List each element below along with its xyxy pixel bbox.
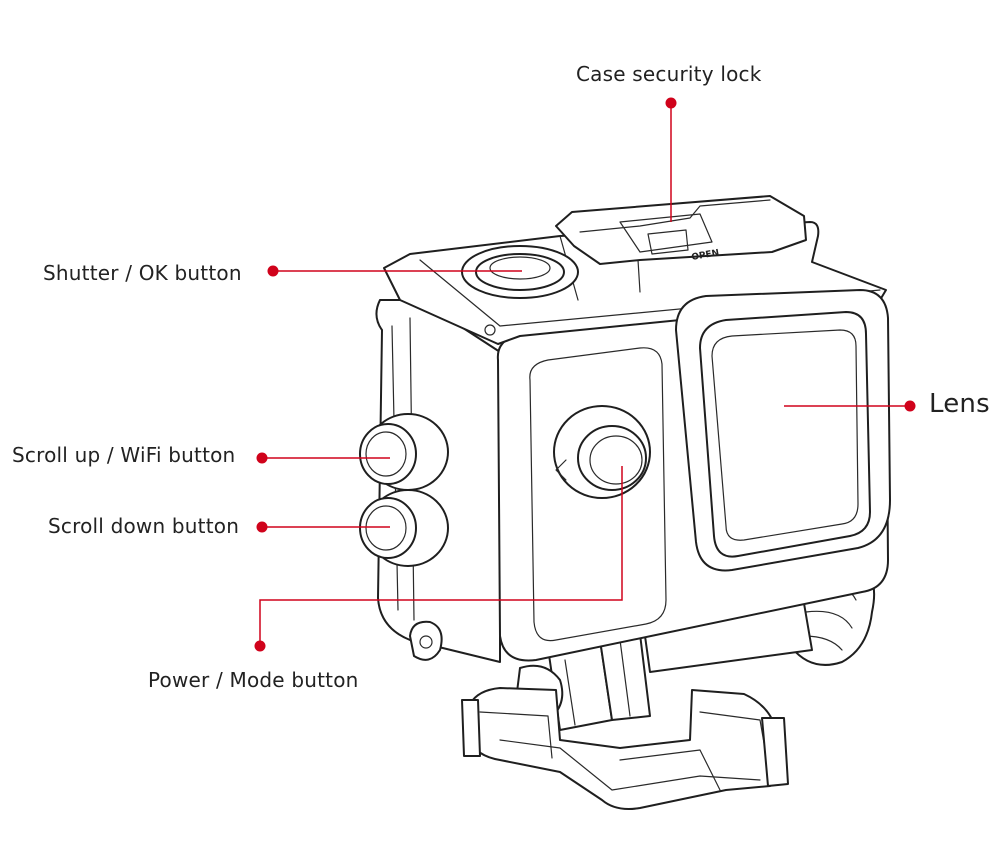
callout-dot-scroll-up [256, 452, 268, 464]
callout-dot-shutter [267, 265, 279, 277]
scroll-up-button-drawing [359, 413, 449, 491]
callouts [254, 97, 916, 652]
label-shutter-ok-button: Shutter / OK button [43, 261, 242, 285]
label-power-mode-button: Power / Mode button [148, 668, 359, 692]
callout-dot-lock [665, 97, 677, 109]
open-engraving: OPEN [691, 248, 720, 263]
callout-dot-power [254, 640, 266, 652]
label-lens: Lens [929, 389, 990, 419]
power-mode-button-drawing [553, 405, 651, 499]
label-scroll-up-wifi-button: Scroll up / WiFi button [12, 443, 236, 467]
callout-line-power [259, 466, 623, 646]
shutter-button-drawing [461, 245, 579, 299]
callout-dot-scroll-down [256, 521, 268, 533]
label-case-security-lock: Case security lock [576, 62, 762, 86]
callout-dot-lens [904, 400, 916, 412]
scroll-down-button-drawing [359, 489, 449, 567]
label-scroll-down-button: Scroll down button [48, 514, 240, 538]
